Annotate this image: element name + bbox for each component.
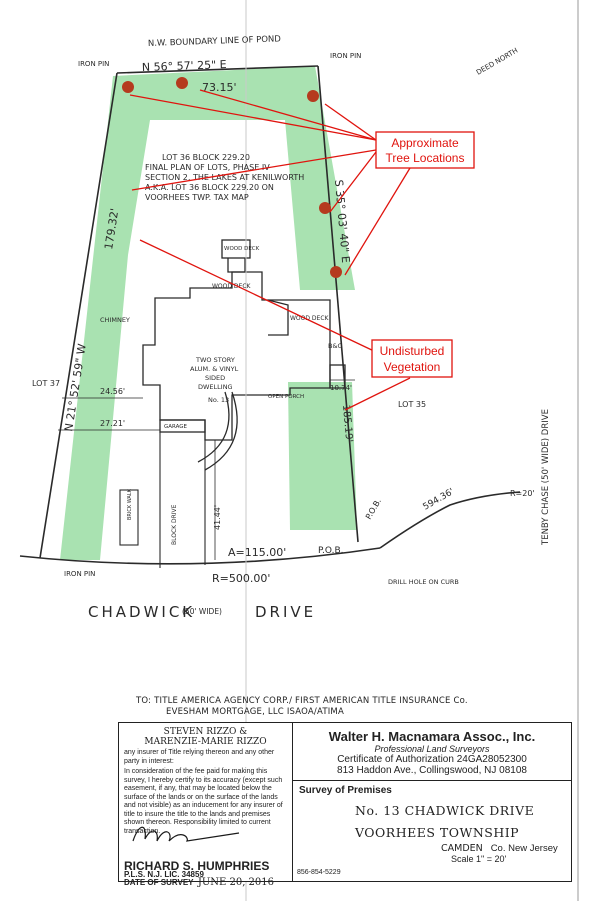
vegetation-zones	[60, 66, 357, 560]
callout-trees: Approximate Tree Locations	[375, 131, 475, 169]
lot37-label: LOT 37	[32, 379, 60, 388]
arc-length-label: A=115.00'	[228, 546, 286, 559]
nw-boundary-label: N.W. BOUNDARY LINE OF POND	[148, 34, 282, 49]
callout-trees-line1: Approximate	[391, 136, 459, 150]
certification-box: STEVEN RIZZO & MARENZIE-MARIE RIZZO any …	[118, 722, 292, 888]
county-line: CAMDEN Co. New Jersey	[441, 843, 558, 854]
phone-number: 856-854-5229	[297, 869, 341, 876]
house-line-2: ALUM. & VINYL	[190, 365, 239, 373]
to-line-1: TO: TITLE AMERICA AGENCY CORP./ FIRST AM…	[136, 696, 468, 706]
callout-vegetation-line2: Vegetation	[384, 360, 441, 374]
r20-label: R=20'	[510, 489, 535, 498]
to-block: TO: TITLE AMERICA AGENCY CORP./ FIRST AM…	[136, 696, 468, 718]
firm-certificate: Certificate of Authorization 24GA2805230…	[337, 754, 527, 765]
dim-2456-label: 24.56'	[100, 387, 125, 396]
house-line-1: TWO STORY	[195, 356, 235, 364]
chadwick-label: CHADWICK	[88, 603, 195, 621]
dimension-lines	[58, 379, 355, 560]
callout-vegetation-line1: Undisturbed	[380, 344, 445, 358]
chadwick-width-label: (50' WIDE)	[182, 607, 222, 616]
lot35-label: LOT 35	[398, 400, 426, 409]
house-line-3: SIDED	[205, 374, 225, 382]
title-block: Walter H. Macnamara Assoc., Inc. Profess…	[292, 722, 572, 882]
owner-1: STEVEN RIZZO &	[163, 727, 248, 737]
drill-hole-label: DRILL HOLE ON CURB	[388, 578, 459, 586]
dim-1074-label: 10.74'	[330, 384, 352, 392]
north-bearing-label: N 56° 57' 25" E	[142, 58, 227, 74]
property-address-2: VOORHEES TOWNSHIP	[355, 825, 520, 840]
tree-dot-2	[176, 77, 188, 89]
brick-walk-label: BRICK WALK	[127, 488, 133, 520]
firm-address: 813 Haddon Ave., Collingswood, NJ 08108	[337, 765, 527, 776]
property-address-1: No. 13 CHADWICK DRIVE	[355, 803, 535, 818]
dim-2721-label: 27.21'	[100, 419, 125, 428]
east-distance-label: 185.19'	[340, 404, 354, 443]
block-drive-label: BLOCK DRIVE	[171, 504, 178, 545]
dist-594-label: 594.36'	[422, 487, 456, 513]
lot-desc-3: SECTION 2, THE LAKES AT KENILWORTH	[145, 173, 304, 182]
lot-desc-1: LOT 36 BLOCK 229.20	[162, 153, 250, 162]
pob-label-1: P.O.B.	[318, 546, 344, 556]
tree-dot-4	[319, 202, 331, 214]
iron-pin-ne: IRON PIN	[330, 52, 361, 60]
callout-trees-line2: Tree Locations	[386, 151, 465, 165]
firm-name: Walter H. Macnamara Assoc., Inc.	[328, 729, 536, 744]
tenby-label: TENBY CHASE (50' WIDE) DRIVE	[541, 409, 551, 546]
wood-deck-3-label: WOOD DECK	[290, 315, 330, 322]
iron-pin-nw: IRON PIN	[78, 60, 109, 68]
dim-4144-label: 41.44'	[213, 505, 222, 530]
lot-desc-2: FINAL PLAN OF LOTS, PHASE IV	[145, 163, 270, 172]
street-labels: CHADWICK (50' WIDE) DRIVE TENBY CHASE (5…	[88, 409, 551, 621]
survey-date: DATE OF SURVEY JUNE 20, 2016	[124, 877, 287, 888]
deed-north-label: DEED NORTH	[475, 47, 519, 77]
garage-label: GARAGE	[164, 424, 188, 430]
cert-body-1: any insurer of Title relying thereon and…	[124, 749, 275, 765]
dwelling-footprint	[142, 239, 346, 471]
vegetation-east-south-block	[288, 382, 357, 530]
lot-labels: LOT 36 BLOCK 229.20 FINAL PLAN OF LOTS, …	[32, 153, 426, 545]
drive-label: DRIVE	[255, 603, 316, 621]
state-name: Co. New Jersey	[490, 843, 558, 854]
tree-dot-5	[330, 266, 342, 278]
lot-desc-5: VOORHEES TWP. TAX MAP	[145, 193, 249, 202]
tree-dot-3	[307, 90, 319, 102]
open-porch-label: OPEN PORCH	[268, 394, 304, 400]
to-line-2: EVESHAM MORTGAGE, LLC ISAOA/ATIMA	[166, 707, 344, 717]
iron-pin-sw: IRON PIN	[64, 570, 95, 578]
surveyor-license: P.L.S. N.J. LIC. 34859	[124, 869, 204, 879]
radius-label: R=500.00'	[212, 572, 270, 585]
house-number: No. 13	[208, 396, 229, 404]
firm-subtitle: Professional Land Surveyors	[374, 744, 490, 754]
survey-date-value: JUNE 20, 2016	[197, 877, 275, 888]
county-name: CAMDEN	[441, 843, 483, 854]
surveyor-name: RICHARD S. HUMPHRIES	[124, 859, 270, 873]
pob-label-2: P.O.B.	[364, 497, 383, 521]
owner-2: MARENZIE-MARIE RIZZO	[144, 737, 267, 747]
block-drive	[119, 432, 206, 568]
bay-label: B&C	[328, 342, 343, 350]
tree-locations	[122, 77, 342, 278]
chimney-label: CHIMNEY	[100, 316, 130, 324]
callout-vegetation: Undisturbed Vegetation	[371, 339, 453, 378]
scale-label: Scale 1" = 20'	[451, 854, 507, 864]
lot-desc-4: A.K.A. LOT 36 BLOCK 229.20 ON	[145, 183, 274, 192]
callout-arrows	[129, 89, 411, 411]
survey-label: Survey of Premises	[293, 780, 571, 800]
survey-date-label: DATE OF SURVEY	[124, 878, 194, 887]
signature-mark	[132, 826, 240, 842]
cert-body-2: In consideration of the fee paid for mak…	[124, 768, 283, 835]
wood-deck-1-label: WOOD DECK	[224, 246, 260, 252]
tree-dot-1	[122, 81, 134, 93]
property-boundary	[19, 65, 521, 565]
wood-deck-2-label: WOOD DECK	[212, 283, 252, 290]
north-distance-label: 73.15'	[202, 81, 237, 94]
west-distance-label: 179.32'	[102, 207, 121, 250]
house-line-4: DWELLING	[198, 383, 233, 391]
